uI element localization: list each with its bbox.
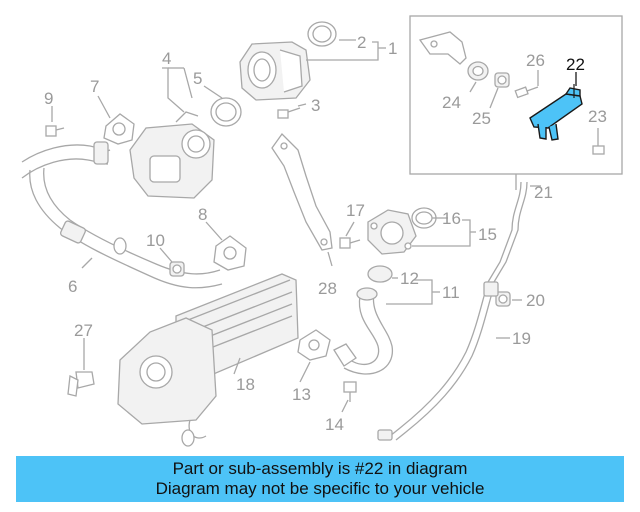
bracket-28 <box>271 132 333 251</box>
callout-23: 23 <box>588 107 607 126</box>
callout-25: 25 <box>472 109 491 128</box>
egr-pipe-6 <box>21 141 223 289</box>
callout-28: 28 <box>318 279 337 298</box>
callout-1: 1 <box>388 39 397 58</box>
callout-24: 24 <box>442 93 461 112</box>
callout-19: 19 <box>512 329 531 348</box>
parts-diagram: 1 2 3 4 5 6 7 8 9 10 11 12 13 14 15 16 1… <box>21 15 623 447</box>
banner-disclaimer-line: Diagram may not be specific to your vehi… <box>155 479 485 498</box>
callout-18: 18 <box>236 375 255 394</box>
info-banner: Part or sub-assembly is #22 in diagram D… <box>16 456 624 502</box>
callout-7: 7 <box>90 77 99 96</box>
sensor-22-highlighted <box>529 84 583 141</box>
nut-20 <box>495 291 511 307</box>
bolt-14 <box>343 381 357 402</box>
nut-10 <box>169 261 185 277</box>
bolt-26 <box>514 86 539 99</box>
callout-27: 27 <box>74 321 93 340</box>
callout-21: 21 <box>534 183 553 202</box>
callout-16: 16 <box>442 209 461 228</box>
pipe-19 <box>377 281 499 441</box>
callout-22: 22 <box>566 55 585 74</box>
callout-11: 11 <box>442 283 460 302</box>
callout-26: 26 <box>526 51 545 70</box>
callout-2: 2 <box>357 33 366 52</box>
bolt-3 <box>277 107 301 119</box>
callout-10: 10 <box>146 231 165 250</box>
flange-15 <box>367 209 417 255</box>
sleeve-25 <box>494 72 510 88</box>
grommet-24 <box>467 61 489 81</box>
callout-9: 9 <box>44 89 53 108</box>
leader-lines <box>51 39 599 413</box>
callout-4: 4 <box>162 49 171 68</box>
bolt-9 <box>45 125 65 137</box>
hose-11 <box>333 265 393 375</box>
callout-14: 14 <box>325 415 344 434</box>
callout-6: 6 <box>68 277 77 296</box>
egr-cooler-18 <box>117 273 299 447</box>
bolt-23 <box>592 140 605 155</box>
callout-8: 8 <box>198 205 207 224</box>
mounting-bracket <box>418 31 467 65</box>
banner-part-line: Part or sub-assembly is #22 in diagram <box>172 459 468 478</box>
callout-13: 13 <box>292 385 311 404</box>
egr-valve-1 <box>239 41 311 101</box>
vacuum-line-21 <box>487 181 522 283</box>
bolt-17 <box>339 237 361 249</box>
callout-12: 12 <box>400 269 419 288</box>
callout-15: 15 <box>478 225 497 244</box>
callout-3: 3 <box>311 96 320 115</box>
egr-assembly-4 <box>129 111 215 199</box>
sensor-27 <box>67 352 95 397</box>
callout-5: 5 <box>193 69 202 88</box>
callout-20: 20 <box>526 291 545 310</box>
callout-17: 17 <box>346 201 365 220</box>
